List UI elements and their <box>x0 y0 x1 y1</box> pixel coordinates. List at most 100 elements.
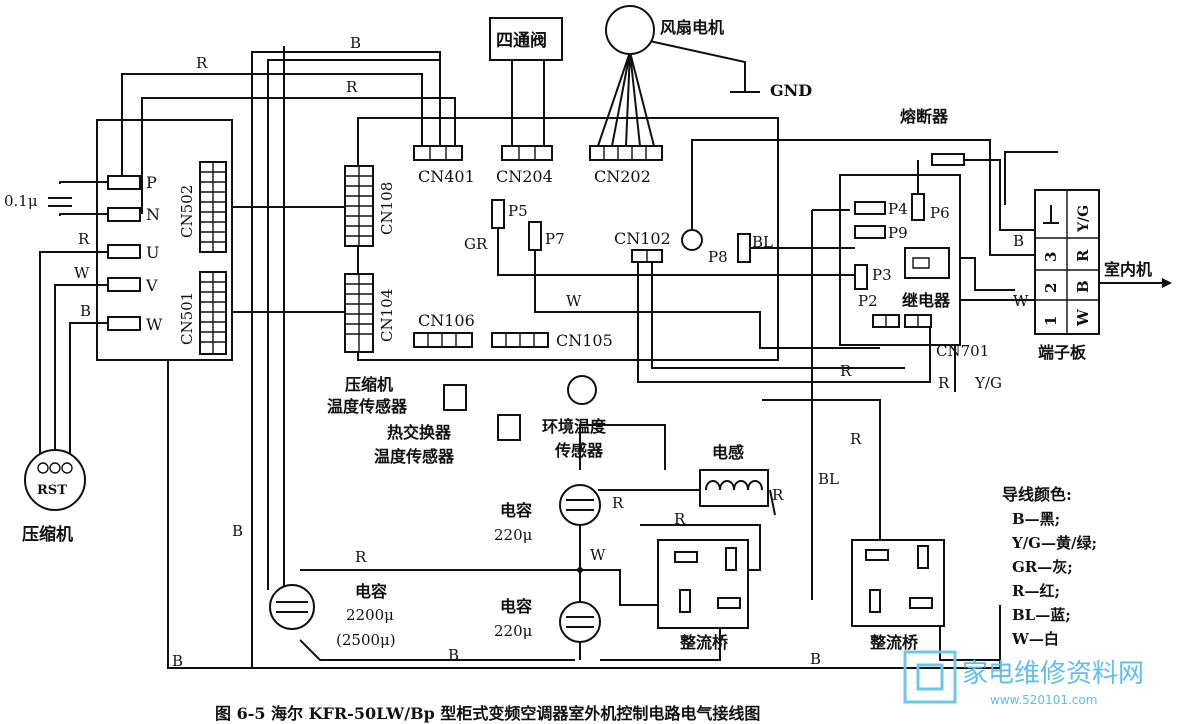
cn701-label: CN701 <box>936 342 989 360</box>
pin-p2: P2 <box>858 292 878 310</box>
cn106-label: CN106 <box>418 311 475 330</box>
cn105-label: CN105 <box>556 331 613 350</box>
cap-2200-value: 2200μ <box>346 606 394 624</box>
cap-220-bottom-value: 220μ <box>494 622 533 640</box>
wire-b-top: B <box>350 34 361 52</box>
terminal-num-1: 1 <box>1042 316 1060 326</box>
wire-b-bot2: B <box>448 646 459 664</box>
cap-small-label: 0.1μ <box>4 192 38 210</box>
cn104-block <box>344 273 374 353</box>
legend-item: BL—蓝; <box>1012 606 1071 624</box>
wire-bl-p8: BL <box>752 233 773 251</box>
compressor-label: 压缩机 <box>22 524 73 545</box>
cn104-label: CN104 <box>378 289 396 342</box>
cap-220-top-symbol <box>559 484 601 526</box>
cn102-label: CN102 <box>614 229 671 248</box>
wire-r-top2: R <box>346 78 358 96</box>
cn108-block <box>344 165 374 247</box>
pin-p: P <box>146 173 157 192</box>
legend: 导线颜色: B—黑; Y/G—黄/绿; GR—灰; R—红; BL—蓝; W—白 <box>1002 485 1097 648</box>
indoor-unit-label: 室内机 <box>1104 260 1152 279</box>
legend-item: R—红; <box>1012 582 1060 600</box>
terminal-num-2: 2 <box>1042 283 1060 293</box>
rectifier-2-symbol <box>851 539 945 627</box>
cn701-box <box>839 174 961 346</box>
legend-title: 导线颜色: <box>1002 485 1072 504</box>
pin-p4: P4 <box>888 200 908 218</box>
wire-r-ind-r: R <box>772 486 784 504</box>
four-way-valve-label: 四通阀 <box>496 30 547 51</box>
compressor-rst: RST <box>37 483 67 498</box>
wire-gr: GR <box>464 235 488 253</box>
pin-p8: P8 <box>708 248 728 266</box>
cn502-label: CN502 <box>178 185 196 238</box>
wire-r-cn701: R <box>840 362 852 380</box>
fuse-symbol <box>931 153 965 166</box>
connector-blocks <box>199 161 374 355</box>
cap-220-top-value: 220μ <box>494 526 533 544</box>
wire-r-top1: R <box>196 54 208 72</box>
terminal-b: B <box>1074 280 1092 293</box>
cap-2200-label: 电容 <box>355 582 387 601</box>
cap-220-top-label: 电容 <box>500 501 532 520</box>
cap-2200-symbol <box>269 584 315 630</box>
terminal-yg: Y/G <box>1076 205 1092 233</box>
cap-220-bottom-symbol <box>559 601 601 643</box>
wire-bl-down: BL <box>818 470 839 488</box>
cap-220-bottom-label: 电容 <box>500 597 532 616</box>
cn502-block <box>199 161 227 253</box>
wire-r-bridge: R <box>674 510 686 528</box>
pin-p3: P3 <box>872 266 892 284</box>
comp-sensor-label-2: 温度传感器 <box>326 397 408 416</box>
cn108-label: CN108 <box>378 182 396 235</box>
terminal-num-3: 3 <box>1042 252 1060 262</box>
cn204-label: CN204 <box>496 167 553 186</box>
cn501-block <box>199 271 227 355</box>
pin-n: N <box>146 205 160 224</box>
wire-w-term: W <box>1013 292 1029 310</box>
wire-b-bot3: B <box>810 650 821 668</box>
figure-caption: 图 6-5 海尔 KFR-50LW/Bp 型柜式变频空调器室外机控制电路电气接线… <box>215 704 760 723</box>
wire-b-w: B <box>80 302 91 320</box>
wire-r-cap2200: R <box>355 548 367 566</box>
ambient-sensor-label-2: 传感器 <box>554 441 604 460</box>
watermark-brand: 家电维修资料网 <box>962 659 1144 689</box>
wire-b-term: B <box>1013 232 1024 250</box>
legend-item: B—黑; <box>1012 510 1060 528</box>
terminal-board: Y/G R B W 3 2 1 <box>1034 189 1100 335</box>
legend-item: W—白 <box>1011 630 1059 648</box>
terminal-board-label: 端子板 <box>1038 343 1087 362</box>
cn401-label: CN401 <box>418 167 475 186</box>
pin-p6: P6 <box>930 204 950 222</box>
left-pins: P N U V W <box>107 173 163 334</box>
inductor-label: 电感 <box>712 443 744 462</box>
terminal-r: R <box>1074 249 1092 262</box>
rectifier-1-label: 整流桥 <box>679 633 729 652</box>
wire-yg-cn701: Y/G <box>974 374 1002 392</box>
heat-exch-sensor-label-2: 温度传感器 <box>373 447 455 466</box>
fuse-label: 熔断器 <box>900 107 949 126</box>
cn202-label: CN202 <box>594 167 651 186</box>
pin-v: V <box>145 276 158 295</box>
fan-motor-symbol <box>605 5 655 55</box>
legend-item: Y/G—黄/绿; <box>1011 534 1097 552</box>
cn501-label: CN501 <box>178 292 196 345</box>
arrow-indoor-icon <box>1162 278 1172 288</box>
fan-motor-label: 风扇电机 <box>660 18 724 37</box>
relay-label: 继电器 <box>902 291 951 310</box>
compressor-symbol <box>24 449 86 511</box>
cap-small-symbol <box>48 197 72 207</box>
wire-labels: B R R R W B W B W R R Y/G R BL R R R W R… <box>74 34 1029 670</box>
legend-item: GR—灰; <box>1012 558 1073 576</box>
wire-w-node: W <box>590 546 606 564</box>
gnd-label: GND <box>770 81 812 100</box>
top-connectors <box>413 145 663 348</box>
wire-r-down: R <box>850 430 862 448</box>
ambient-sensor-label-1: 环境温度 <box>542 417 607 436</box>
left-board <box>96 119 233 361</box>
wires <box>39 39 1058 669</box>
wire-r-cn701b: R <box>938 374 950 392</box>
pin-p5: P5 <box>508 202 528 220</box>
rectifier-1-symbol <box>657 539 749 629</box>
watermark-url: www.520101.com <box>990 693 1097 707</box>
